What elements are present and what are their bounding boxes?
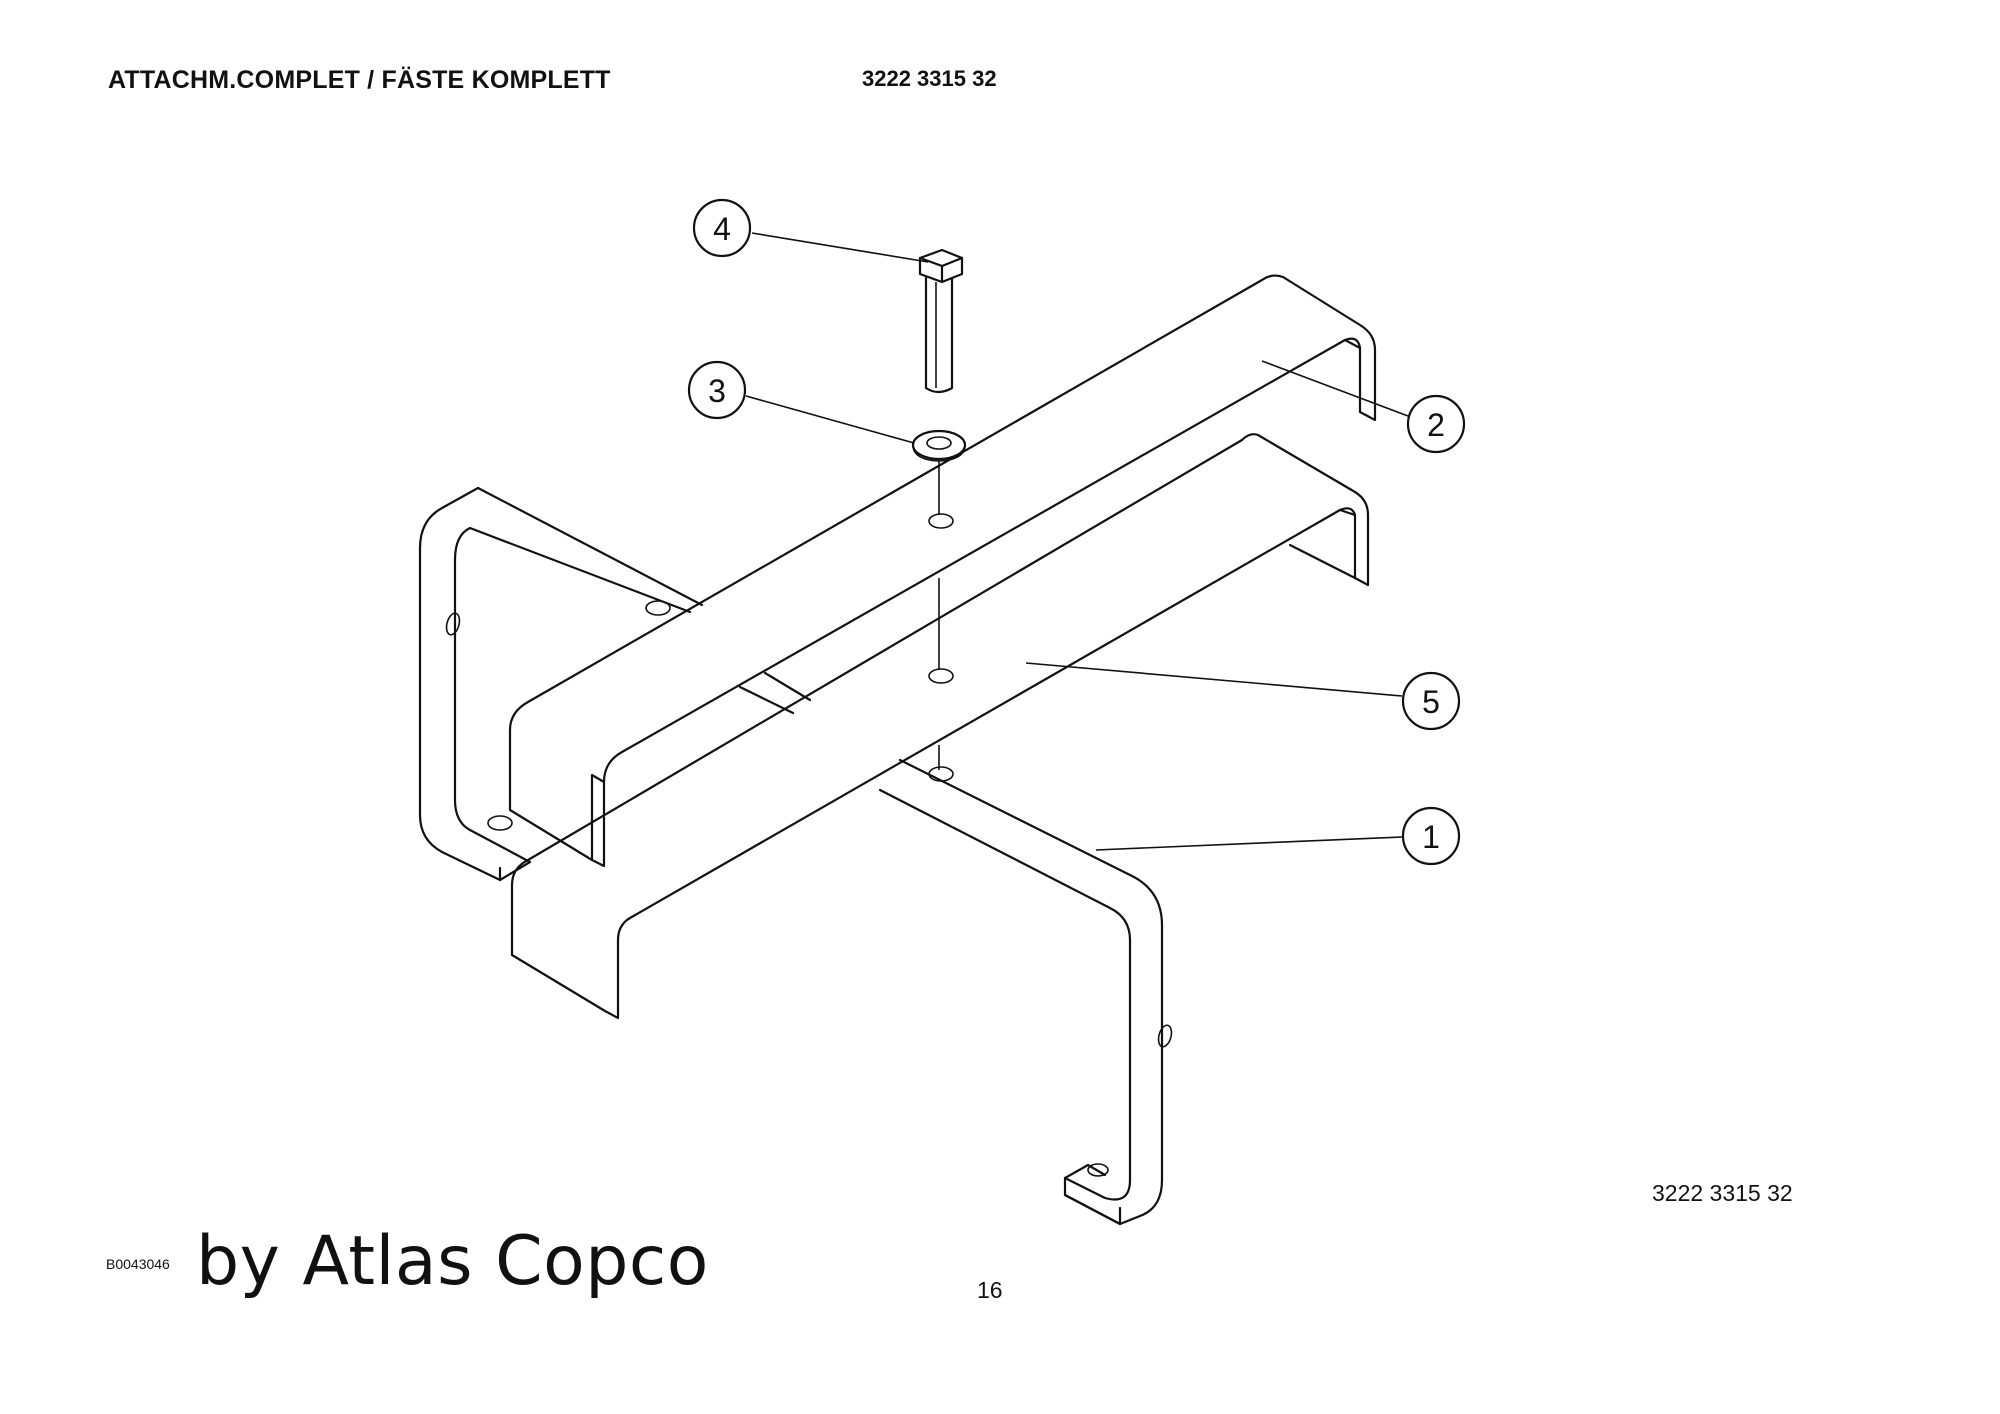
header-part-number: 3222 3315 32 [862, 66, 997, 91]
balloon-4: 4 [692, 198, 752, 258]
footer-part-number: 3222 3315 32 [1652, 1180, 1793, 1206]
balloon-2-label: 2 [1427, 407, 1445, 443]
balloon-4-label: 4 [713, 211, 731, 247]
balloon-2: 2 [1406, 394, 1466, 454]
leader-lines [745, 232, 1409, 851]
bracket-left-loop [418, 486, 812, 882]
balloon-1: 1 [1401, 806, 1461, 866]
washer [911, 429, 967, 462]
drawing-code: B0043046 [106, 1256, 170, 1272]
balloon-5: 5 [1401, 671, 1461, 731]
page-title: ATTACHM.COMPLET / FÄSTE KOMPLETT [108, 66, 611, 94]
bolt [918, 248, 964, 394]
balloon-5-label: 5 [1422, 684, 1440, 720]
crossbar-lower [510, 433, 1370, 1020]
crossbar-upper [508, 274, 1377, 868]
credit-watermark: by Atlas Copco [196, 1222, 709, 1301]
balloon-3: 3 [687, 360, 747, 420]
balloon-3-label: 3 [708, 373, 726, 409]
page-number: 16 [977, 1277, 1003, 1303]
balloon-1-label: 1 [1422, 819, 1440, 855]
bracket-right-loop [878, 758, 1173, 1226]
